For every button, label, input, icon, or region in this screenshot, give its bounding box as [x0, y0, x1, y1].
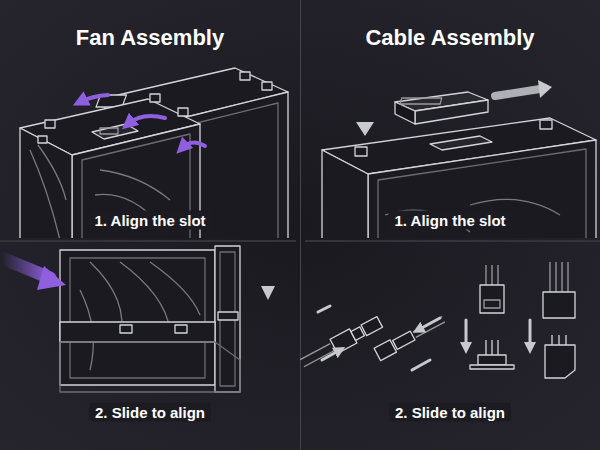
drawing-polygon [215, 246, 240, 392]
drawing-rect [480, 285, 504, 313]
drawing-rect [100, 128, 118, 134]
drawing-rect [262, 82, 272, 90]
drawing-polygon [92, 124, 138, 139]
drawing-line [561, 262, 562, 292]
panel-heading: Cable Assembly [365, 25, 534, 51]
drawing-rect [400, 98, 442, 104]
drawing-line [485, 265, 486, 285]
drawing-line [485, 340, 486, 355]
drawing-line [551, 335, 552, 345]
drawing-rect [361, 317, 383, 336]
drawing-path [361, 70, 370, 128]
drawing-line [567, 262, 568, 292]
drawing-line [300, 0, 301, 450]
drawing-path [495, 89, 540, 96]
drawing-path [80, 262, 200, 370]
drawing-polygon [322, 150, 368, 238]
drawing-path [418, 318, 440, 330]
drawing-polygon [60, 250, 215, 385]
drawing-g [298, 315, 383, 370]
drawing-line [497, 340, 498, 355]
drawing-rect [393, 331, 415, 349]
drawing-rect [120, 325, 132, 333]
drawing-path [356, 122, 374, 136]
drawing-path [261, 286, 275, 300]
step-label: 2. Slide to align [389, 403, 511, 422]
drawing-polygon [70, 258, 205, 378]
drawing-path [265, 252, 272, 290]
drawing-polygon [368, 140, 596, 238]
drawing-path [182, 142, 205, 148]
drawing-polygon [430, 136, 492, 150]
drawing-line [558, 335, 559, 345]
drawing-path [465, 320, 468, 348]
drawing-rect [540, 120, 552, 129]
drawing-path [385, 199, 560, 232]
drawing-rect [478, 355, 506, 365]
drawing-polygon [395, 102, 415, 124]
drawing-rect [484, 300, 500, 308]
drawing-line [491, 340, 492, 355]
drawing-line [565, 335, 566, 345]
drawing-polygon [60, 342, 240, 392]
drawing-path [80, 95, 108, 102]
drawing-g [298, 262, 575, 378]
drawing-polygon [545, 345, 575, 378]
drawing-rect [45, 120, 55, 128]
drawing-g [60, 246, 240, 392]
drawing-rect [543, 292, 575, 318]
drawing-path [529, 320, 532, 348]
drawing-line [497, 265, 498, 285]
drawing-g [2, 252, 275, 300]
panel-heading: Fan Assembly [76, 25, 224, 51]
drawing-line [413, 317, 442, 332]
drawing-g [374, 313, 447, 361]
drawing-line [304, 351, 334, 367]
drawing-g [318, 306, 530, 370]
drawing-path [318, 306, 330, 312]
step-label: 2. Slide to align [89, 403, 211, 422]
step-label: 1. Align the slot [88, 211, 211, 230]
drawing-rect [60, 322, 215, 342]
drawing-path [322, 350, 340, 360]
drawing-rect [218, 312, 238, 320]
drawing-polygon [378, 149, 586, 238]
drawing-g [80, 95, 205, 148]
drawing-path [30, 145, 66, 238]
drawing-rect [355, 147, 367, 156]
drawing-rect [240, 72, 250, 80]
step-label: 1. Align the slot [388, 211, 511, 230]
drawing-path [128, 116, 165, 124]
drawing-rect [38, 136, 47, 143]
drawing-line [0, 240, 296, 242]
drawing-rect [178, 108, 188, 116]
drawing-line [491, 265, 492, 285]
drawing-rect [175, 325, 187, 333]
drawing-line [555, 262, 556, 292]
drawing-g [356, 70, 552, 136]
drawing-line [305, 240, 600, 242]
drawing-path [412, 360, 430, 370]
drawing-rect [150, 94, 160, 102]
drawing-path [37, 266, 66, 290]
drawing-g [20, 68, 288, 238]
drawing-line [549, 262, 550, 292]
drawing-path [538, 80, 552, 98]
drawing-rect [470, 365, 514, 369]
drawing-polygon [20, 128, 72, 238]
